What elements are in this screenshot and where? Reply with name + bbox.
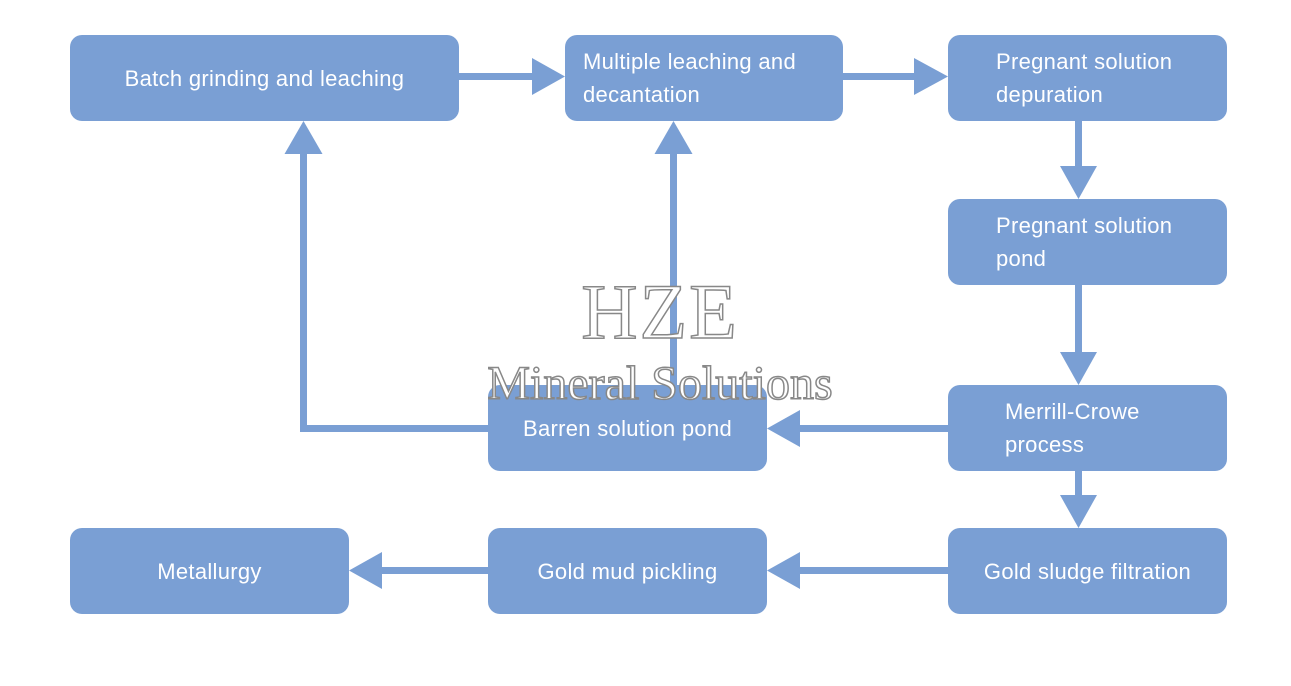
arrow-pond-to-merrill-head — [1060, 352, 1097, 385]
node-gold-mud-pickling-label: Gold mud pickling — [537, 558, 718, 584]
node-pregnant-pond: Pregnant solution pond — [948, 199, 1227, 285]
node-pregnant-pond-text: Pregnant solution pond — [996, 209, 1172, 275]
node-gold-sludge-filtration: Gold sludge filtration — [948, 528, 1227, 614]
node-multiple-leaching-text: Multiple leaching and decantation — [583, 45, 796, 111]
arrow-merrill-to-barren-head — [767, 410, 800, 447]
node-pregnant-pond-line1: Pregnant solution — [996, 213, 1173, 238]
arrow-barren-to-multi-line — [670, 150, 677, 385]
node-merrill-crowe-text: Merrill-Crowe process — [1005, 395, 1140, 461]
node-barren-pond-label: Barren solution pond — [522, 415, 733, 441]
arrow-preg-to-pond-head — [1060, 166, 1097, 199]
node-multiple-leaching: Multiple leaching and decantation — [565, 35, 843, 121]
node-pregnant-depuration-line1: Pregnant solution — [996, 49, 1173, 74]
arrow-multi-to-preg-line — [843, 73, 918, 80]
node-batch-grinding-label: Batch grinding and leaching — [124, 65, 405, 91]
node-merrill-crowe-line2: process — [1005, 432, 1085, 457]
arrow-barren-to-batch-hline — [300, 425, 488, 432]
arrow-batch-to-multi-line — [459, 73, 535, 80]
node-metallurgy: Metallurgy — [70, 528, 349, 614]
arrow-batch-to-multi-head — [532, 58, 565, 95]
arrow-pond-to-merrill-line — [1075, 285, 1082, 355]
node-barren-pond: Barren solution pond — [488, 385, 767, 471]
arrow-merrill-to-sludge-head — [1060, 495, 1097, 528]
node-pregnant-depuration: Pregnant solution depuration — [948, 35, 1227, 121]
arrow-mud-to-metal-line — [378, 567, 488, 574]
arrow-sludge-to-mud-line — [796, 567, 948, 574]
arrow-sludge-to-mud-head — [767, 552, 800, 589]
arrow-barren-to-batch-vline — [300, 150, 307, 432]
node-merrill-crowe-line1: Merrill-Crowe — [1005, 399, 1140, 424]
arrow-merrill-to-barren-line — [796, 425, 948, 432]
arrow-multi-to-preg-head — [914, 58, 948, 95]
node-pregnant-pond-line2: pond — [996, 246, 1047, 271]
node-merrill-crowe: Merrill-Crowe process — [948, 385, 1227, 471]
node-gold-sludge-filtration-label: Gold sludge filtration — [983, 558, 1192, 584]
node-metallurgy-label: Metallurgy — [157, 558, 262, 584]
node-pregnant-depuration-line2: depuration — [996, 82, 1103, 107]
node-multiple-leaching-line2: decantation — [583, 82, 701, 107]
node-batch-grinding: Batch grinding and leaching — [70, 35, 459, 121]
arrow-barren-to-batch-head — [284, 121, 323, 154]
node-gold-mud-pickling: Gold mud pickling — [488, 528, 767, 614]
node-pregnant-depuration-text: Pregnant solution depuration — [996, 45, 1172, 111]
node-multiple-leaching-line1: Multiple leaching and — [583, 49, 796, 74]
arrow-barren-to-multi-head — [654, 121, 693, 154]
arrow-merrill-to-sludge-line — [1075, 471, 1082, 498]
arrow-mud-to-metal-head — [349, 552, 382, 589]
arrow-preg-to-pond-line — [1075, 121, 1082, 169]
